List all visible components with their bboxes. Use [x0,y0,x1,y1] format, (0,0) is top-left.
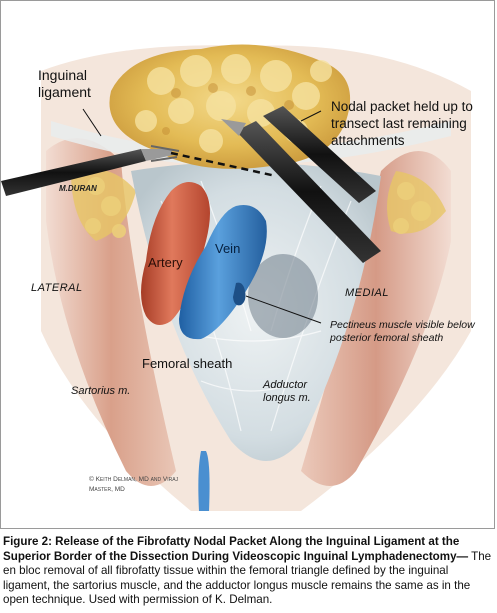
label-adductor: Adductor longus m. [263,379,311,404]
transection-line [170,151,277,178]
figure-caption: Figure 2: Release of the Fibrofatty Noda… [3,535,494,608]
label-pectineus: Pectineus muscle visible below posterior… [330,319,475,344]
sartorius-muscle [46,138,176,486]
nodal-leader [300,110,322,122]
label-medial: MEDIAL [345,287,389,299]
vein-branch [233,282,246,306]
label-signature: M.DURAN [59,184,97,193]
lower-vessel [198,451,210,511]
label-copyright: © Keith Delman, MD and Viraj Master, MD [89,476,179,493]
femoral-artery [141,182,210,325]
right-instrument [221,106,381,263]
caption-title: Figure 2: Release of the Fibrofatty Noda… [3,535,469,563]
label-artery: Artery [148,255,183,270]
label-nodal-packet: Nodal packet held up to transect last re… [331,99,473,148]
lateral-fat-lumps [85,177,126,238]
left-instrument [1,145,180,196]
figure-frame: Inguinal ligament Nodal packet held up t… [0,0,495,529]
femoral-vein [179,205,267,340]
label-sartorius: Sartorius m. [71,385,131,397]
anatomy-illustration [1,44,471,512]
label-inguinal-ligament: Inguinal ligament [38,67,91,100]
label-femoral-sheath: Femoral sheath [142,356,233,371]
pectineus-leader [245,295,322,324]
caption-body: The en bloc removal of all fibrofatty ti… [3,549,492,607]
pectineus-pocket [248,254,318,338]
label-lateral: LATERAL [31,282,83,294]
ligament-leader [82,108,102,137]
medial-fat-lumps [393,182,431,234]
label-vein: Vein [215,241,241,256]
adductor-muscle [301,151,451,486]
